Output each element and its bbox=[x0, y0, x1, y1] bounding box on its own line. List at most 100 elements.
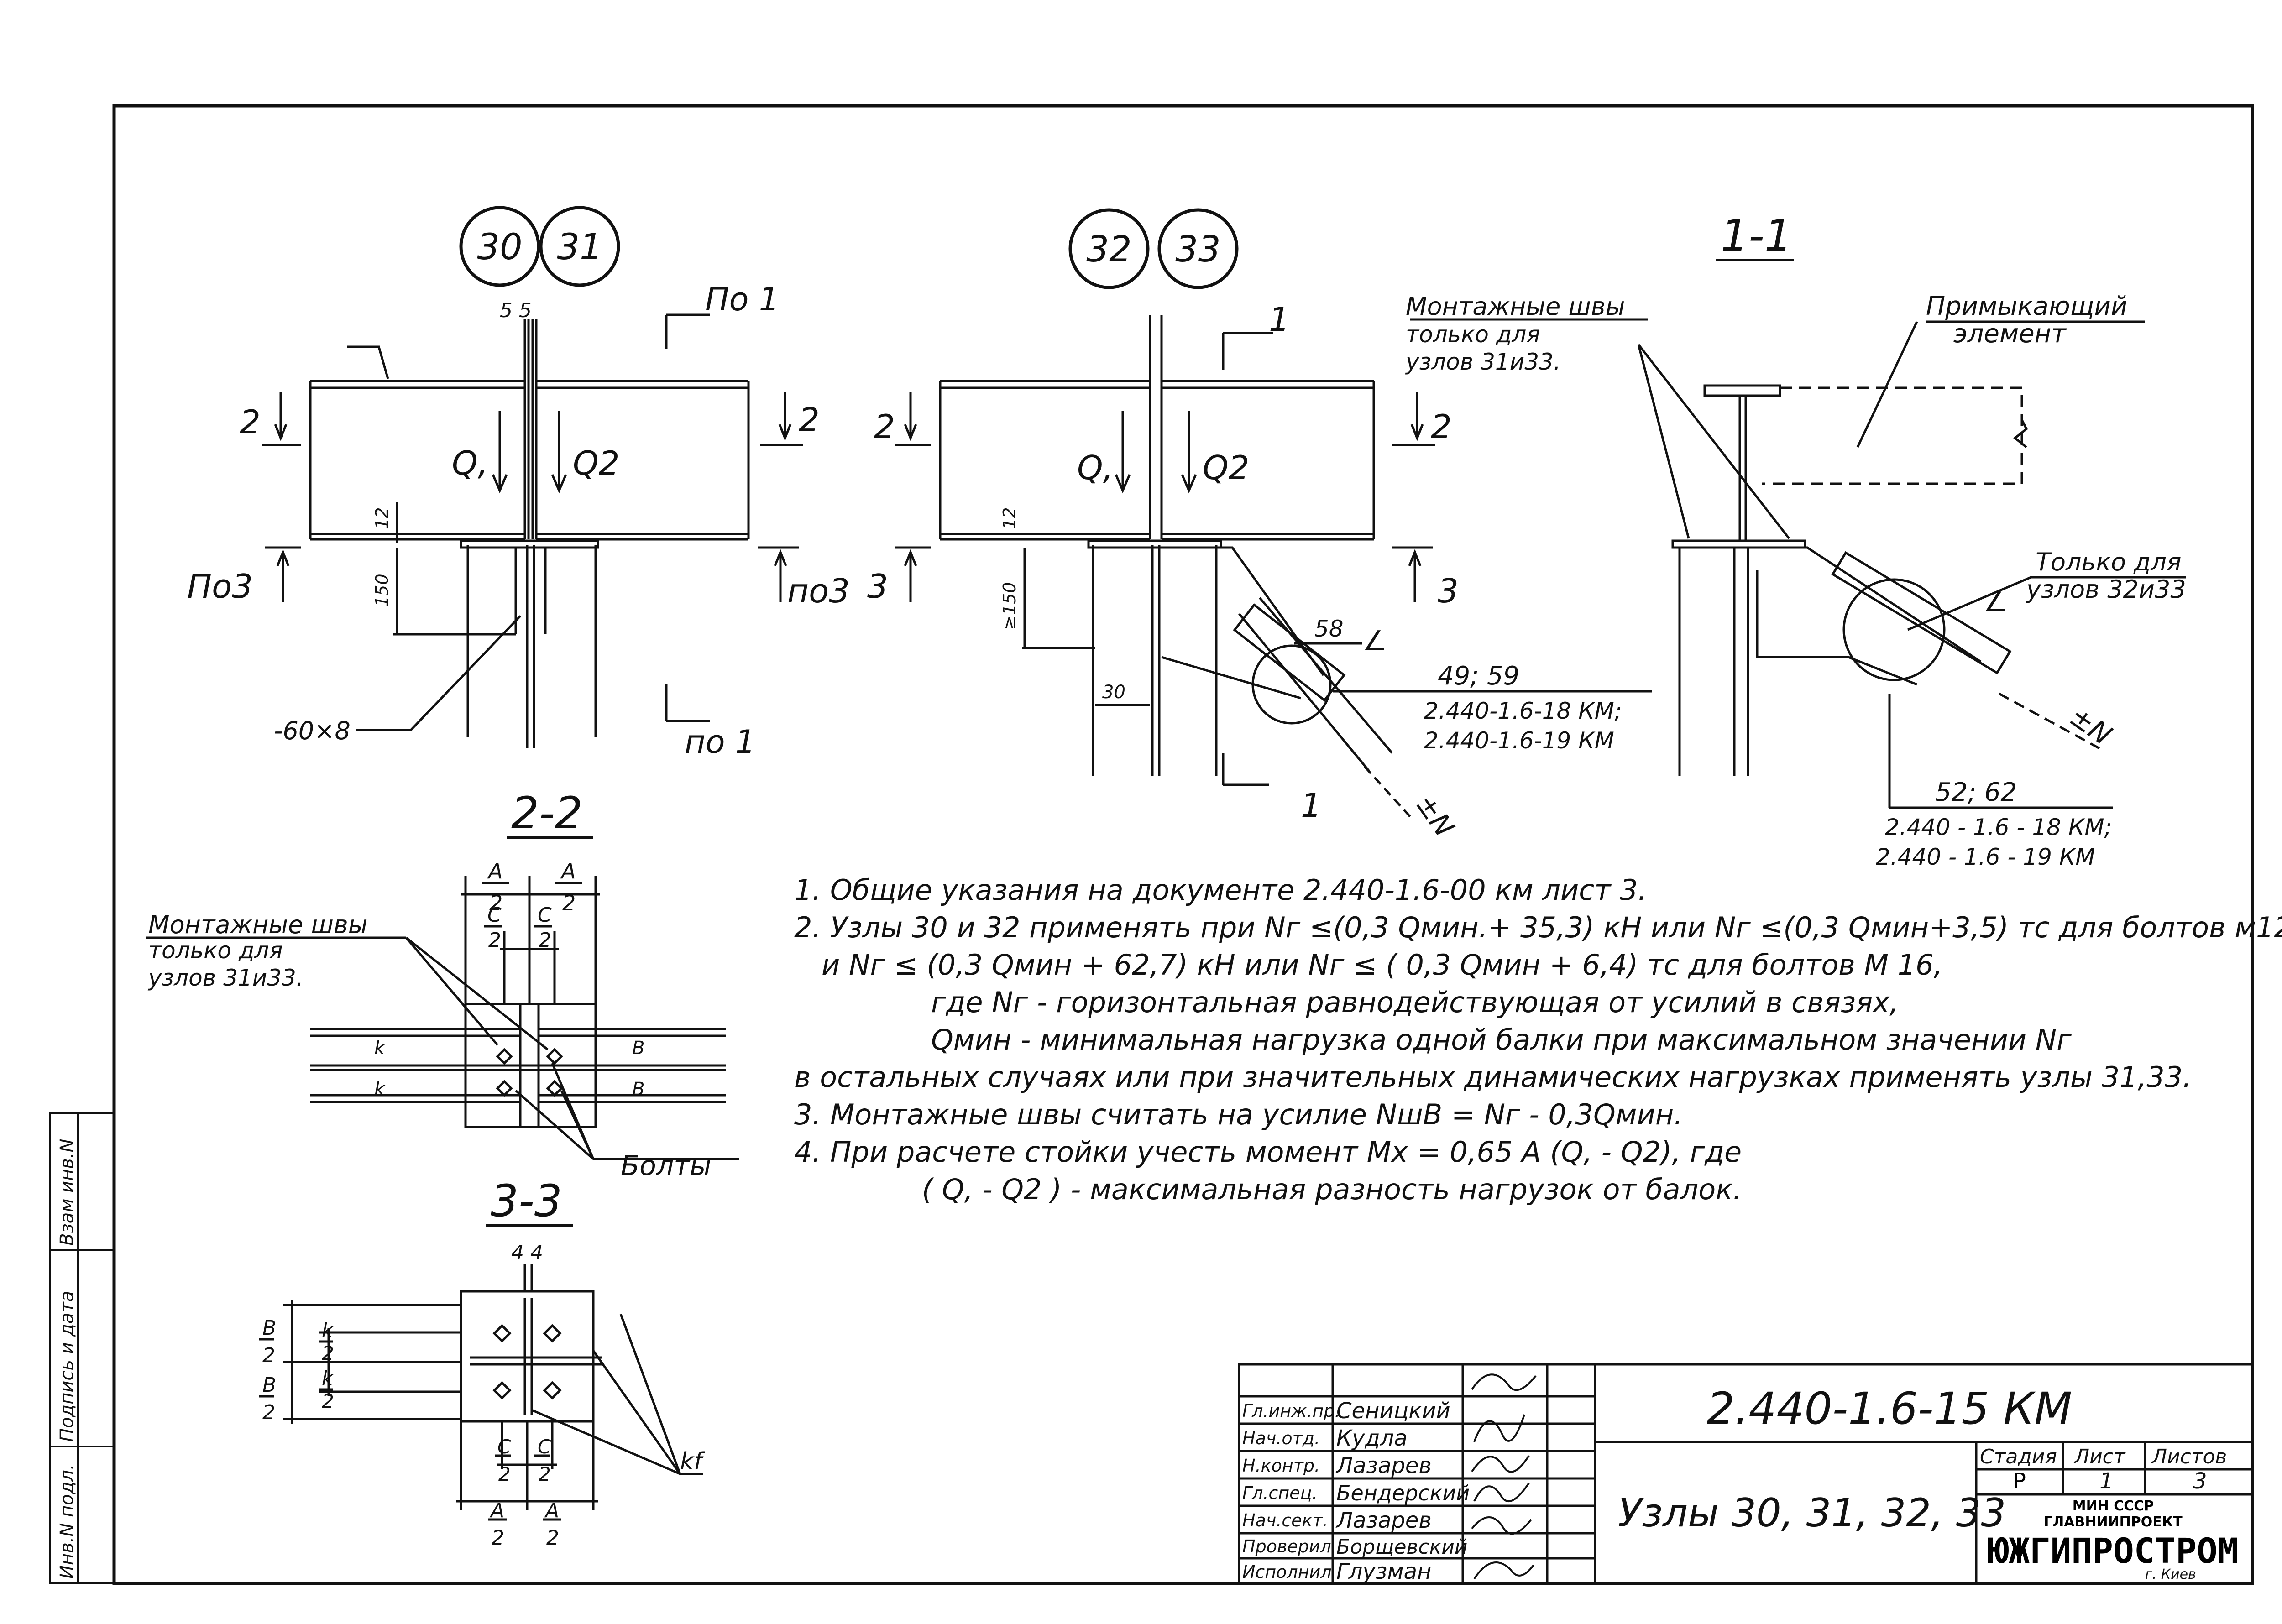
view-b-dim-150: ≥150 bbox=[1000, 582, 1020, 630]
view-b-ref-line2: 2.440-1.6-19 КМ bbox=[1424, 727, 1614, 754]
node-32-circle: 32 bbox=[1068, 208, 1150, 289]
view-e-kf: kf bbox=[680, 1448, 705, 1475]
view-e-dim-b2-2: 2 bbox=[262, 1401, 275, 1424]
view-a-drawing bbox=[262, 313, 803, 748]
signer-role-5: Проверил bbox=[1242, 1536, 1331, 1556]
stage-value: Р bbox=[2013, 1468, 2026, 1494]
view-d-dim-c-left: C bbox=[487, 903, 502, 927]
view-a-cut-2-left: 2 bbox=[240, 403, 261, 441]
view-d-dim-b1: B bbox=[632, 1038, 644, 1059]
view-a-dim-12: 12 bbox=[372, 507, 392, 529]
svg-text:30: 30 bbox=[477, 227, 522, 268]
view-d-dim-b2: B bbox=[632, 1079, 644, 1100]
sheet-label: Лист bbox=[2073, 1445, 2126, 1468]
view-b-cut-2-right: 2 bbox=[1431, 407, 1452, 446]
signer-name-2: Лазарев bbox=[1335, 1453, 1432, 1478]
org-city: г. Киев bbox=[2145, 1567, 2196, 1582]
signer-role-3: Гл.спец. bbox=[1242, 1483, 1318, 1503]
org-line2: ГЛАВНИИПРОЕКТ bbox=[2044, 1514, 2183, 1530]
signer-name-0: Сеницкий bbox=[1336, 1398, 1450, 1424]
sheets-label: Листов bbox=[2151, 1445, 2227, 1468]
view-a-cut-2-right: 2 bbox=[799, 401, 820, 439]
view-c-only-for-2: узлов 32и33 bbox=[2026, 575, 2186, 604]
view-a-q2: Q2 bbox=[573, 444, 619, 482]
general-notes: 1. Общие указания на документе 2.440-1.6… bbox=[794, 872, 2282, 1208]
view-e-dim-b1-2: 2 bbox=[262, 1344, 275, 1367]
view-a-dim-150: 150 bbox=[372, 574, 392, 607]
view-b-ref-sheets: 49; 59 bbox=[1438, 661, 1519, 691]
view-c-montage-nodes: узлов 31и33. bbox=[1405, 349, 1561, 375]
view-d-dim-c-left-2: 2 bbox=[488, 929, 501, 952]
view-a-q1: Q, bbox=[452, 444, 488, 482]
view-b-cut-3-right: 3 bbox=[1438, 572, 1459, 610]
view-e-dim-a1-2: 2 bbox=[492, 1526, 504, 1550]
view-a-dim-top: 5 5 bbox=[500, 299, 532, 322]
note-line-6: в остальных случаях или при значительных… bbox=[794, 1060, 2192, 1094]
view-e-dim-k2-2: 2 bbox=[322, 1390, 334, 1412]
note-line-1: 1. Общие указания на документе 2.440-1.6… bbox=[794, 873, 1647, 907]
view-e-dim-a1: A bbox=[489, 1499, 504, 1522]
view-e-dim-c1: C bbox=[497, 1436, 511, 1458]
view-d-montage-only: только для bbox=[148, 937, 283, 964]
view-e-dim-b1: B bbox=[262, 1316, 276, 1340]
section-1-1-title: 1-1 bbox=[1721, 210, 1792, 261]
side-stamp bbox=[49, 1112, 115, 1584]
view-c-ref-line1: 2.440 - 1.6 - 18 КМ; bbox=[1885, 814, 2112, 841]
signer-name-5: Борщевский bbox=[1336, 1535, 1467, 1559]
view-e-dim-a2-2: 2 bbox=[546, 1526, 559, 1550]
view-d-bolts: Болты bbox=[621, 1150, 712, 1182]
signer-name-6: Глузман bbox=[1336, 1559, 1431, 1584]
view-a-cut-po1-bottom: по 1 bbox=[685, 723, 755, 761]
view-e-dim-c1-2: 2 bbox=[498, 1463, 511, 1485]
view-b-ref-line1: 2.440-1.6-18 КМ; bbox=[1424, 698, 1622, 724]
view-a-cut-po1-top: По 1 bbox=[705, 281, 779, 318]
view-a-cut-po3-right: по3 bbox=[787, 572, 850, 610]
signer-role-2: Н.контр. bbox=[1242, 1456, 1320, 1476]
note-line-8: 4. При расчете стойки учесть момент Mx =… bbox=[794, 1135, 1742, 1169]
view-d-montage-nodes: узлов 31и33. bbox=[147, 965, 304, 991]
title-doc-name: Узлы 30, 31, 32, 33 bbox=[1618, 1490, 2006, 1536]
view-a-plate: -60×8 bbox=[274, 716, 351, 745]
stamp-inv-podl: Инв.N подл. bbox=[57, 1464, 78, 1579]
view-c-force: ±N bbox=[2063, 700, 2117, 752]
stage-label: Стадия bbox=[1980, 1445, 2057, 1468]
view-e-drawing bbox=[259, 1264, 703, 1521]
view-b-drawing bbox=[895, 315, 1652, 818]
view-d-dim-a-left-2: 2 bbox=[489, 891, 502, 915]
view-b-dim-58: 58 bbox=[1314, 616, 1344, 642]
view-e-dim-k2: k bbox=[322, 1367, 334, 1389]
signer-role-0: Гл.инж.пр. bbox=[1242, 1401, 1340, 1421]
view-d-dim-a-right: A bbox=[560, 859, 576, 883]
org-line1: МИН СССР bbox=[2073, 1498, 2154, 1514]
view-e-dim-k1: k bbox=[322, 1319, 334, 1342]
view-d-dim-a-right-2: 2 bbox=[562, 891, 576, 915]
signer-name-4: Лазарев bbox=[1335, 1508, 1432, 1533]
view-c-ref-sheets: 52; 62 bbox=[1935, 778, 2017, 807]
view-e-dim-k1-2: 2 bbox=[322, 1342, 334, 1364]
svg-text:33: 33 bbox=[1175, 229, 1220, 270]
node-30-circle: 30 bbox=[459, 206, 540, 287]
stamp-vzam: Взам инв.N bbox=[57, 1139, 78, 1246]
view-e-dim-c2-2: 2 bbox=[539, 1463, 551, 1485]
view-c-adjoining-2: элемент bbox=[1953, 319, 2067, 349]
view-d-dim-k2: k bbox=[374, 1079, 386, 1100]
svg-text:31: 31 bbox=[557, 227, 602, 268]
view-b-cut-1-bottom: 1 bbox=[1301, 786, 1322, 825]
view-c-angle: ∠ bbox=[1983, 586, 2008, 618]
signer-name-3: Бендерский bbox=[1336, 1481, 1470, 1505]
svg-text:32: 32 bbox=[1086, 229, 1131, 270]
view-b-q1: Q, bbox=[1077, 449, 1114, 487]
note-line-3: и Nг ≤ (0,3 Qмин + 62,7) кН или Nг ≤ ( 0… bbox=[822, 948, 1943, 982]
note-line-4: где Nг - горизонтальная равнодействующая… bbox=[931, 986, 1899, 1019]
signer-role-1: Нач.отд. bbox=[1242, 1428, 1320, 1448]
view-d-montage-title: Монтажные швы bbox=[148, 910, 367, 939]
view-c-montage-title: Монтажные швы bbox=[1406, 292, 1625, 321]
view-c-montage-only: только для bbox=[1406, 321, 1540, 348]
view-b-cut-1-top: 1 bbox=[1269, 300, 1290, 339]
view-c-only-for-1: Только для bbox=[2036, 548, 2182, 576]
view-c-drawing bbox=[1410, 318, 2186, 809]
node-31-circle: 31 bbox=[539, 206, 620, 287]
sheets-value: 3 bbox=[2193, 1468, 2207, 1494]
view-e-dim-44: 4 4 bbox=[511, 1241, 543, 1264]
